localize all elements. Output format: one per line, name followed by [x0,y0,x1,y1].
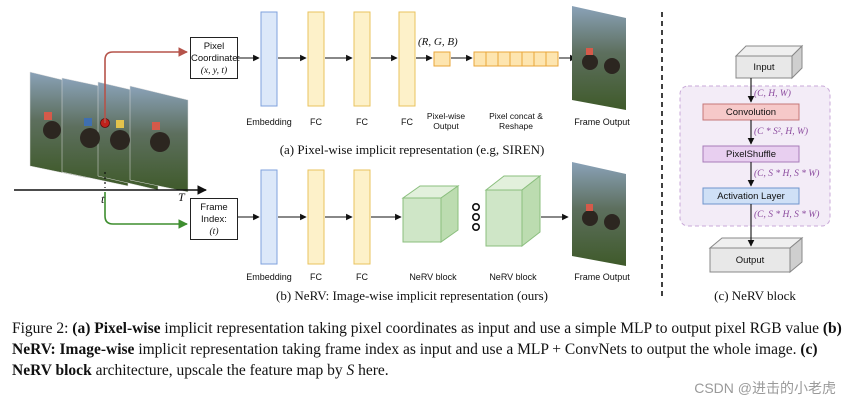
fc-label-b2: FC [356,272,368,282]
caption-c-text: architecture, upscale the feature map by [91,362,347,379]
pixel-concat-line2: Reshape [498,121,534,131]
fc-block-b2 [353,169,371,265]
dim-label-2: (C * S², H, W) [754,127,809,137]
panel-a-blocks [260,11,559,107]
nerv-block-label-2: NeRV block [489,272,537,282]
nerv-output-label: Output [735,255,765,266]
fc-block-b1 [307,169,325,265]
pixel-coordinate-line3: (x, y, t) [200,66,228,76]
dim-label-4: (C, S * H, S * W) [754,210,820,220]
caption-s: S [346,362,355,379]
panel-b-blocks [260,169,542,265]
ellipsis-dots [471,203,480,232]
fc-label-b1: FC [310,272,322,282]
panel-c-shapes [679,44,831,274]
frame-output-label-a: Frame Output [574,117,630,127]
fc-label-a2: FC [356,117,368,127]
caption-end: here. [354,362,389,379]
nerv-block-label-1: NeRV block [409,272,457,282]
frame-output-image-a [572,6,626,110]
fc-label-a1: FC [310,117,322,127]
dim-label-3: (C, S * H, S * W) [754,169,820,179]
nerv-block-2 [484,174,542,248]
output-box-3d [708,236,804,274]
fc-block-a1 [307,11,325,107]
caption-prefix: Figure 2: [12,320,73,337]
caption-b: (b) NeRV: Image-wise implicit representa… [276,288,548,303]
rgb-label: (R, G, B) [418,36,458,48]
caption-c: (c) NeRV block [714,288,796,303]
caption-a: (a) Pixel-wise implicit representation (… [279,142,545,157]
input-video-frames [29,71,189,193]
embedding-block-b [260,169,278,265]
pixel-concat-line1: Pixel concat & [489,111,543,121]
pixelwise-output-line2: Output [433,121,459,131]
watermark: CSDN @进击的小老虎 [694,380,836,396]
pixelshuffle-label: PixelShuffle [726,149,776,160]
pixelwise-output-label: Pixel-wise Output [416,111,476,131]
caption-a-label: (a) Pixel-wise [72,320,161,337]
pixelwise-output-block [433,51,451,67]
caption-b-text: implicit representation taking frame ind… [134,341,801,358]
embedding-block-a [260,11,278,107]
embedding-label-b: Embedding [246,272,292,282]
embedding-label-a: Embedding [246,117,292,127]
timeline-T-label: T [178,190,185,204]
convolution-label: Convolution [725,107,777,118]
caption-c-label: (c) NeRV block [12,341,818,379]
frame-output-image-b [572,162,626,266]
fc-block-a2 [353,11,371,107]
nerv-input-label: Input [753,62,775,73]
caption-a-text: implicit representation taking pixel coo… [160,320,823,337]
red-arrow [104,47,188,123]
timeline-t-label: t [101,192,105,206]
pixelwise-output-line1: Pixel-wise [426,111,466,121]
frame-index-line2: Index: [201,214,227,225]
figure-caption: Figure 2: (a) Pixel-wise implicit repres… [12,318,842,381]
fc-label-a3: FC [401,117,413,127]
caption-b-label: (b) NeRV: Image-wise [12,320,842,358]
frame-index-line3: (t) [209,227,219,237]
green-arrow [104,192,188,229]
pixel-coordinate-line1: Pixel [203,41,225,52]
pixel-concat-label: Pixel concat & Reshape [478,111,554,131]
pixel-concat-block [473,51,559,67]
pixel-coordinate-box: Pixel Coordinate: (x, y, t) [190,37,241,79]
frame-index-line1: Frame [200,202,228,213]
frame-index-box: Frame Index: (t) [190,198,238,240]
nerv-block-1 [401,185,460,243]
activation-label: Activation Layer [717,191,785,202]
frame-output-label-b: Frame Output [574,272,630,282]
fc-block-a3 [398,11,416,107]
input-box-3d [734,44,804,80]
pixel-coordinate-line2: Coordinate: [191,53,241,64]
dim-label-1: (C, H, W) [754,89,791,99]
